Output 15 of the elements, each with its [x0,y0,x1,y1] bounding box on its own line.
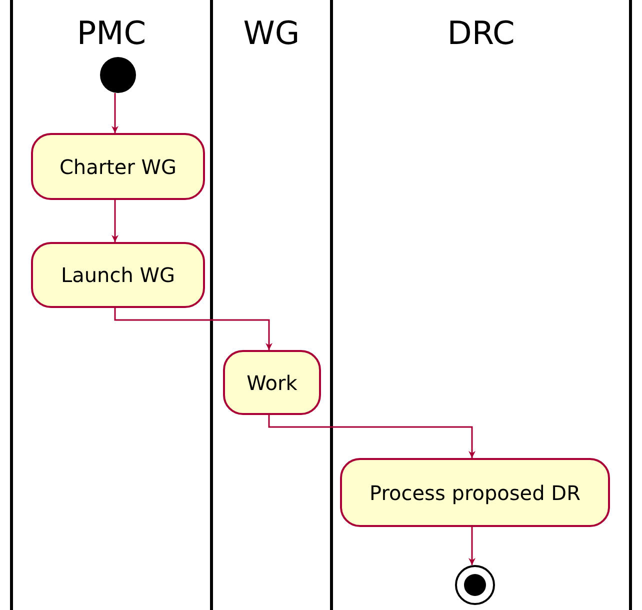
lane-title: WG [242,14,301,52]
lane-title: PMC [76,14,148,52]
arrow [112,93,118,133]
start-node [100,57,136,93]
activity-box: Launch WG [31,242,205,308]
end-node [455,565,495,605]
arrow [114,308,272,350]
activity-box: Work [223,350,321,415]
swimlane [330,0,632,610]
arrow [268,415,476,458]
arrow [112,200,118,242]
arrow [468,527,476,565]
lane-title: DRC [446,14,516,52]
activity-box: Charter WG [31,133,205,200]
activity-box: Process proposed DR [340,458,610,527]
